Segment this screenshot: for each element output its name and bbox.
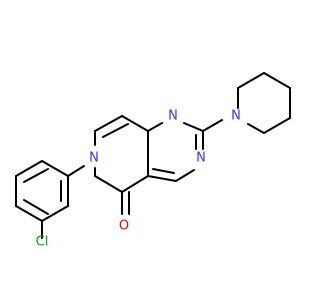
pyrimidine-n3-label: N: [196, 151, 206, 166]
bond-double-inner: [23, 168, 49, 183]
bond: [121, 175, 149, 193]
bond: [237, 72, 265, 89]
bond: [175, 169, 195, 182]
bond: [121, 115, 149, 132]
bond: [147, 175, 177, 182]
carbonyl-o-label: O: [119, 219, 129, 234]
bond: [67, 165, 85, 177]
bond: [41, 160, 69, 177]
bond: [183, 122, 204, 132]
bond: [263, 72, 291, 89]
bond: [94, 115, 123, 132]
bond-double-inner: [23, 199, 49, 215]
bond: [263, 117, 291, 134]
bond-layer: [15, 72, 291, 239]
bond: [147, 122, 163, 132]
bond-double-inner: [152, 168, 175, 174]
piperidine-n-label: N: [231, 109, 241, 124]
bond: [15, 205, 43, 222]
lactam-n-label: N: [89, 151, 99, 166]
molecule-structure-diagram: N N N N O Cl: [15, 72, 291, 250]
molecule-svg: N N N N O Cl: [15, 72, 291, 250]
bond: [41, 205, 69, 222]
bond: [202, 119, 223, 132]
bond-double-inner: [102, 123, 129, 138]
chloro-label: Cl: [36, 235, 49, 250]
pyrimidine-n1-label: N: [168, 109, 178, 124]
bond: [94, 175, 123, 193]
bond: [15, 160, 43, 177]
bond: [247, 123, 265, 134]
